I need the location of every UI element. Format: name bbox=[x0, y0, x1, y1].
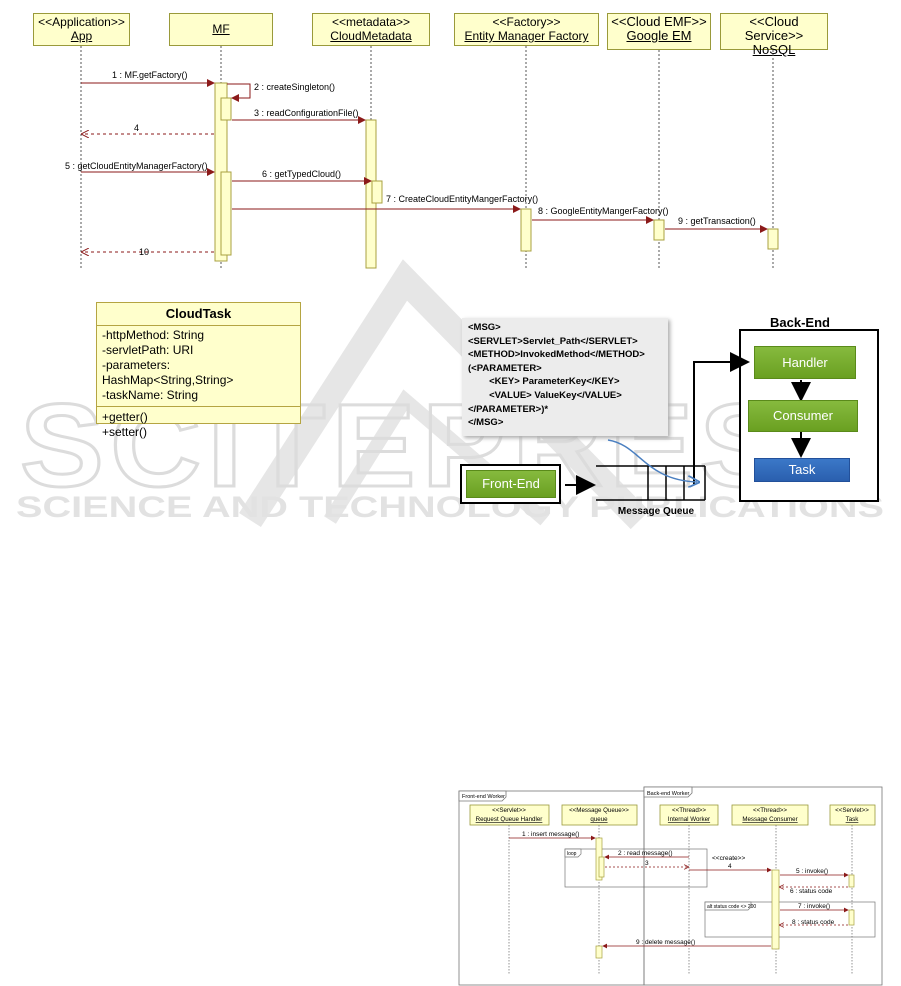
lifeline-header-mf: MF bbox=[169, 13, 273, 46]
loop-label: loop bbox=[567, 851, 577, 857]
activation-mf-nested-2 bbox=[220, 171, 232, 256]
message-format-line: <METHOD>InvokedMethod</METHOD> bbox=[468, 349, 645, 361]
message-format-box: <MSG> <SERVLET>Servlet_Path</SERVLET> <M… bbox=[462, 318, 668, 436]
message-format-line: <VALUE> ValueKey</VALUE> bbox=[468, 389, 622, 401]
msg-label-6: 6 : getTypedCloud() bbox=[262, 169, 341, 179]
seq2-header-stereo: <<Message Queue>> bbox=[569, 807, 629, 814]
seq2-msg-label: 8 : status code bbox=[792, 919, 835, 926]
msg-label-9: 9 : getTransaction() bbox=[678, 216, 756, 226]
seq2-msg-label: 4 bbox=[728, 863, 732, 870]
task-box: Task bbox=[754, 458, 850, 482]
seq2-header-name: Internal Worker bbox=[668, 816, 710, 823]
seq2-create-label: <<create>> bbox=[712, 855, 745, 862]
seq2-header-stereo: <<Thread>> bbox=[672, 807, 706, 814]
activation-cloudmetadata-nested bbox=[371, 180, 383, 204]
frame-back-end bbox=[643, 786, 883, 986]
class-operation: +getter() bbox=[102, 410, 148, 424]
seq2-msg-label: 5 : invoke() bbox=[796, 868, 828, 875]
class-name: CloudTask bbox=[97, 303, 300, 326]
message-curve-arrow bbox=[607, 439, 697, 482]
class-attribute: -httpMethod: String bbox=[102, 328, 205, 342]
seq2-msg-label: 2 : read message() bbox=[618, 850, 673, 857]
msg-label-8: 8 : GoogleEntityMangerFactory() bbox=[538, 206, 669, 216]
lifeline-header-entity-manager-factory: <<Factory>>Entity Manager Factory bbox=[454, 13, 599, 46]
consumer-box: Consumer bbox=[748, 400, 858, 432]
msg-line-2 bbox=[227, 83, 251, 102]
activation-nosql bbox=[767, 228, 779, 250]
loop-frame bbox=[564, 848, 708, 888]
class-box-cloudtask: CloudTask -httpMethod: String -servletPa… bbox=[96, 302, 301, 439]
msg-label-5: 5 : getCloudEntityManagerFactory() bbox=[65, 161, 208, 171]
queue-to-handler-arrow bbox=[693, 352, 750, 484]
seq2-header-name: Request Queue Handler bbox=[476, 816, 543, 823]
seq2-header-stereo: <<Servlet>> bbox=[835, 807, 869, 814]
class-operations: +getter() +setter() bbox=[97, 407, 300, 443]
seq1-lines: 1 : MF.getFactory() 2 : createSingleton(… bbox=[65, 46, 779, 269]
seq2-msg-label: 6 : status code bbox=[790, 888, 833, 895]
class-attributes: -httpMethod: String -servletPath: URI -p… bbox=[97, 326, 300, 407]
frontend-label-box: Front-End bbox=[466, 470, 556, 498]
seq2-msg-label: 7 : invoke() bbox=[798, 903, 830, 910]
seq2-header-stereo: <<Thread>> bbox=[753, 807, 787, 814]
msg-label-3: 3 : readConfigurationFile() bbox=[254, 108, 359, 118]
seq2-header-stereo: <<Servlet>> bbox=[492, 807, 526, 814]
seq2-msg-label: 3 bbox=[645, 860, 649, 867]
class-attribute: -servletPath: URI bbox=[102, 343, 194, 357]
lifeline-header-app: <<Application>>App bbox=[33, 13, 130, 46]
msg-label-1: 1 : MF.getFactory() bbox=[112, 70, 188, 80]
message-format-line: <KEY> ParameterKey</KEY> bbox=[468, 376, 620, 388]
message-format-line: </MSG> bbox=[468, 417, 504, 429]
seq2-msg-label: 9 : delete message() bbox=[636, 939, 695, 946]
msg-label-10: 10 bbox=[139, 247, 149, 257]
lifeline-header-google-em: <<Cloud EMF>>Google EM bbox=[607, 13, 711, 50]
frame-front-label: Front-end Worker bbox=[462, 794, 505, 800]
seq2-msg-label: 1 : insert message() bbox=[522, 831, 579, 838]
class-attribute: -parameters: HashMap<String,String> bbox=[102, 358, 234, 387]
queue-label: Message Queue bbox=[618, 506, 695, 517]
class-operation: +setter() bbox=[102, 425, 148, 439]
message-format-line: <SERVLET>Servlet_Path</SERVLET> bbox=[468, 335, 638, 347]
class-attribute: -taskName: String bbox=[102, 388, 199, 402]
lifeline-header-cloudmetadata: <<metadata>>CloudMetadata bbox=[312, 13, 430, 46]
lifeline-header-nosql: <<Cloud Service>>NoSQL bbox=[720, 13, 828, 57]
handler-box: Handler bbox=[754, 346, 856, 379]
backend-title: Back-End bbox=[770, 315, 830, 330]
alt-label: alt status code <> 200 bbox=[707, 904, 756, 910]
message-format-line: (<PARAMETER> bbox=[468, 362, 542, 374]
seq2-header-name: Task bbox=[846, 816, 860, 823]
frame-back-label: Back-end Worker bbox=[647, 791, 690, 797]
activation-google-em bbox=[653, 219, 665, 241]
activation-emf bbox=[520, 208, 532, 252]
msg-label-4: 4 bbox=[134, 123, 139, 133]
alt-frame bbox=[704, 901, 876, 938]
seq2-header-name: queue bbox=[590, 816, 608, 823]
message-format-line: <MSG> bbox=[468, 322, 501, 333]
msg-label-7: 7 : CreateCloudEntityMangerFactory() bbox=[386, 194, 538, 204]
msg-label-2: 2 : createSingleton() bbox=[254, 82, 335, 92]
activation-mf-nested bbox=[220, 97, 232, 121]
message-format-line: </PARAMETER>)* bbox=[468, 403, 549, 415]
message-queue bbox=[596, 465, 706, 501]
seq2-header-name: Message Consumer bbox=[742, 816, 797, 823]
